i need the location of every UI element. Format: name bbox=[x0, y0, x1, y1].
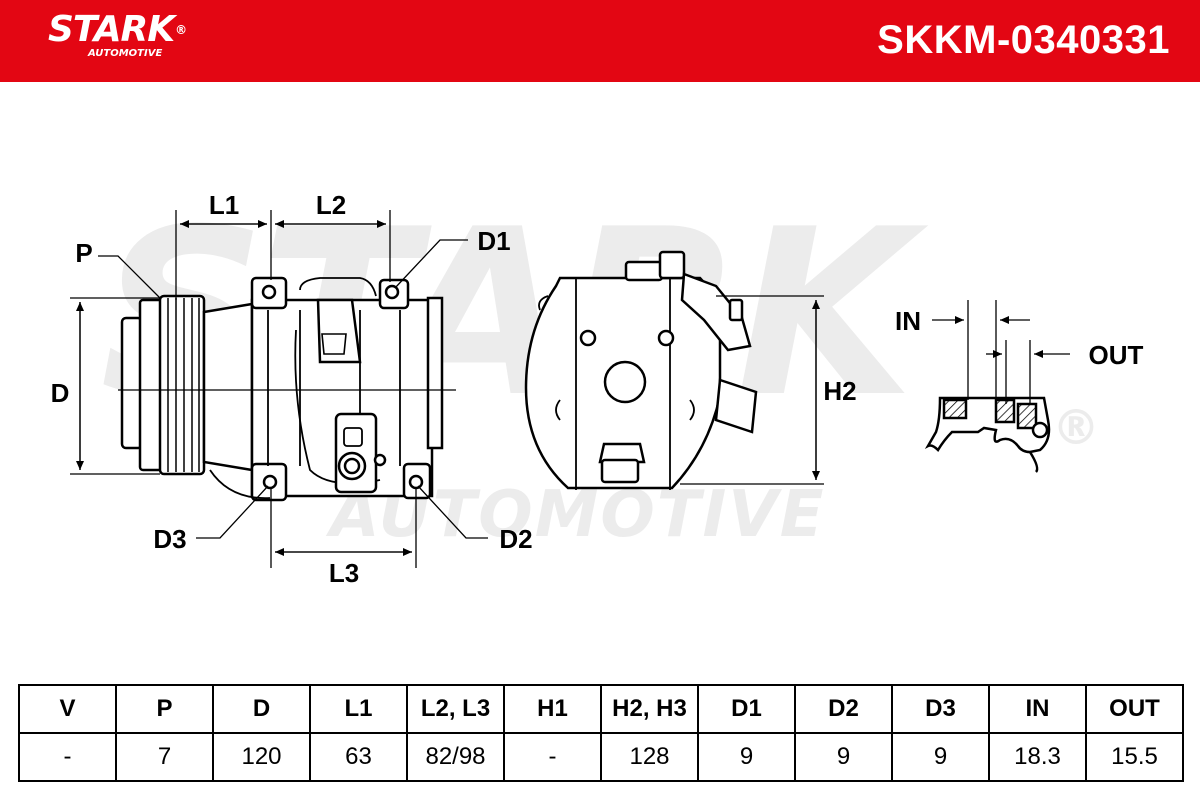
spec-header-cell: P bbox=[115, 684, 214, 734]
spec-value-cell: 63 bbox=[309, 732, 408, 782]
spec-value-cell: 82/98 bbox=[406, 732, 505, 782]
label-out: OUT bbox=[1089, 340, 1144, 370]
spec-header-cell: D bbox=[212, 684, 311, 734]
spec-header-cell: D1 bbox=[697, 684, 796, 734]
spec-header-cell: V bbox=[18, 684, 117, 734]
label-h2: H2 bbox=[823, 376, 856, 406]
dimension-labels: L1 L2 P D D1 D3 D2 L3 H2 IN OUT bbox=[51, 190, 1144, 588]
spec-value-cell: 18.3 bbox=[988, 732, 1087, 782]
spec-header-cell: H2, H3 bbox=[600, 684, 699, 734]
watermark-registered-mark: ® bbox=[1052, 400, 1100, 456]
spec-header-cell: L2, L3 bbox=[406, 684, 505, 734]
label-in: IN bbox=[895, 306, 921, 336]
spec-value-cell: 9 bbox=[891, 732, 990, 782]
label-l2: L2 bbox=[316, 190, 346, 220]
port-section-dimensions bbox=[932, 300, 1070, 404]
spec-table: V P D L1 L2, L3 H1 H2, H3 D1 D2 D3 IN OU… bbox=[18, 684, 1184, 782]
spec-value-cell: 7 bbox=[115, 732, 214, 782]
side-view-compressor bbox=[120, 276, 444, 502]
label-d: D bbox=[51, 378, 70, 408]
spec-value-cell: 15.5 bbox=[1085, 732, 1184, 782]
spec-header-cell: D2 bbox=[794, 684, 893, 734]
spec-header-cell: OUT bbox=[1085, 684, 1184, 734]
spec-header-row: V P D L1 L2, L3 H1 H2, H3 D1 D2 D3 IN OU… bbox=[18, 684, 1184, 734]
spec-header-cell: IN bbox=[988, 684, 1087, 734]
spec-value-cell: 128 bbox=[600, 732, 699, 782]
side-view-dimensions bbox=[70, 210, 488, 568]
part-number: SKKM-0340331 bbox=[877, 18, 1170, 62]
label-l1: L1 bbox=[209, 190, 239, 220]
spec-value-cell: - bbox=[503, 732, 602, 782]
label-d2: D2 bbox=[499, 524, 532, 554]
stark-logo: STARK® AUTOMOTIVE bbox=[48, 9, 187, 60]
header-bar: STARK® AUTOMOTIVE SKKM-0340331 bbox=[0, 0, 1200, 82]
spec-header-cell: L1 bbox=[309, 684, 408, 734]
label-d3: D3 bbox=[153, 524, 186, 554]
label-p: P bbox=[75, 238, 92, 268]
spec-value-cell: - bbox=[18, 732, 117, 782]
compressor-diagram: L1 L2 P D D1 D3 D2 L3 H2 IN OUT bbox=[51, 190, 1144, 588]
spec-value-row: - 7 120 63 82/98 - 128 9 9 9 18.3 15.5 bbox=[18, 732, 1184, 782]
spec-header-cell: H1 bbox=[503, 684, 602, 734]
label-l3: L3 bbox=[329, 558, 359, 588]
spec-value-cell: 9 bbox=[697, 732, 796, 782]
front-view-dimensions bbox=[680, 295, 824, 485]
spec-header-cell: D3 bbox=[891, 684, 990, 734]
label-d1: D1 bbox=[477, 226, 510, 256]
front-view-compressor bbox=[524, 250, 758, 490]
spec-value-cell: 120 bbox=[212, 732, 311, 782]
spec-value-cell: 9 bbox=[794, 732, 893, 782]
port-section-view bbox=[924, 396, 1051, 473]
